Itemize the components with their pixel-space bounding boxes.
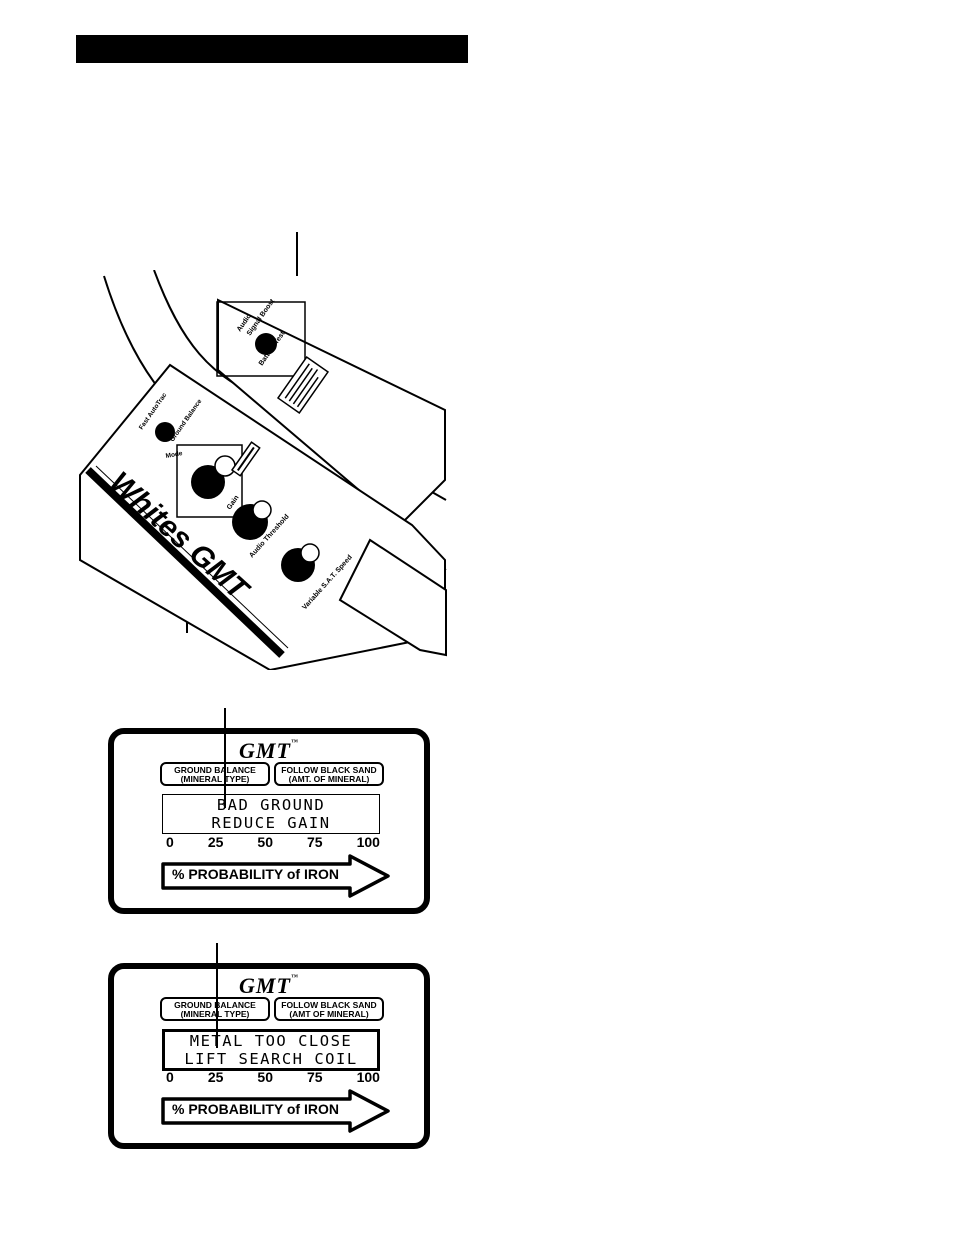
trademark-mark: ™	[290, 738, 299, 746]
mode-label: Mode	[165, 450, 183, 460]
follow-black-sand-button[interactable]: FOLLOW BLACK SAND (AMT. OF MINERAL)	[274, 762, 384, 786]
probability-arrow	[161, 854, 390, 898]
ground-balance-button[interactable]: GROUND BALANCE (MINERAL TYPE)	[160, 762, 270, 786]
lcd-message-screen: METAL TOO CLOSE LIFT SEARCH COIL	[162, 1029, 380, 1071]
follow-black-sand-button-line1: FOLLOW BLACK SAND	[281, 1000, 377, 1010]
scale-tick-0: 0	[166, 1069, 174, 1085]
section-header-bar	[76, 35, 468, 63]
scale-tick-75: 75	[307, 1069, 323, 1085]
display-brand: GMT™	[114, 973, 424, 999]
lcd-display-bad-ground: GMT™ GROUND BALANCE (MINERAL TYPE) FOLLO…	[108, 728, 430, 914]
probability-arrow	[161, 1089, 390, 1133]
mode-switch-knob	[155, 422, 175, 442]
signal-boost-knob	[255, 333, 277, 355]
follow-black-sand-button-line2: (AMT. OF MINERAL)	[288, 774, 370, 784]
lcd-message-line2: LIFT SEARCH COIL	[184, 1050, 358, 1068]
display-brand-text: GMT	[239, 738, 291, 763]
lcd-display-metal-too-close: GMT™ GROUND BALANCE (MINERAL TYPE) FOLLO…	[108, 963, 430, 1149]
probability-scale: 0 25 50 75 100	[166, 834, 380, 850]
trademark-mark: ™	[290, 973, 299, 981]
instruction-sticker	[276, 355, 330, 414]
lcd-message-line1: BAD GROUND	[216, 796, 326, 814]
callout-line-signal-boost	[296, 232, 298, 276]
ground-balance-button-line1: GROUND BALANCE	[174, 765, 256, 775]
follow-black-sand-button[interactable]: FOLLOW BLACK SAND (AMT OF MINERAL)	[274, 997, 384, 1021]
scale-tick-25: 25	[207, 1069, 224, 1085]
probability-of-iron-label: % PROBABILITY of IRON	[172, 866, 339, 882]
scale-tick-50: 50	[257, 834, 273, 850]
follow-black-sand-button-line2: (AMT OF MINERAL)	[289, 1009, 369, 1019]
scale-tick-50: 50	[257, 1069, 273, 1085]
callout-line-display-1	[224, 708, 226, 808]
scale-tick-25: 25	[207, 834, 224, 850]
probability-of-iron-label: % PROBABILITY of IRON	[172, 1101, 339, 1117]
display-brand: GMT™	[114, 738, 424, 764]
follow-black-sand-button-line1: FOLLOW BLACK SAND	[281, 765, 377, 775]
scale-tick-0: 0	[166, 834, 174, 850]
lcd-message-screen: BAD GROUND REDUCE GAIN	[162, 794, 380, 834]
scale-tick-100: 100	[356, 834, 380, 850]
lcd-message-line1: METAL TOO CLOSE	[189, 1032, 353, 1050]
scale-tick-75: 75	[307, 834, 323, 850]
lcd-message-line2: REDUCE GAIN	[211, 814, 331, 832]
callout-line-display-2	[216, 943, 218, 1048]
display-brand-text: GMT	[239, 973, 291, 998]
ground-balance-button[interactable]: GROUND BALANCE (MINERAL TYPE)	[160, 997, 270, 1021]
ground-balance-button-line2: (MINERAL TYPE)	[180, 1009, 250, 1019]
scale-tick-100: 100	[356, 1069, 380, 1085]
gain-knob	[191, 465, 225, 499]
ground-balance-button-line1: GROUND BALANCE	[174, 1000, 256, 1010]
probability-scale: 0 25 50 75 100	[166, 1069, 380, 1085]
ground-balance-button-line2: (MINERAL TYPE)	[180, 774, 250, 784]
detector-control-panel-illustration: Whites GMT Audio Signal Boost Battery Te…	[79, 270, 447, 670]
